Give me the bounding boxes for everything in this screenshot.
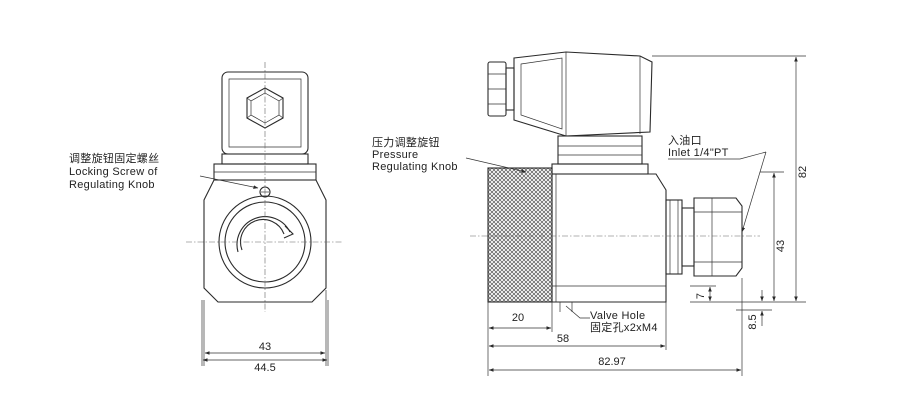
plug-body: [513, 51, 653, 137]
dim-base-offset: 8.5: [747, 314, 759, 329]
dim-front-width-total: 44.5: [254, 362, 275, 374]
callout-locking-screw: 调整旋钮固定螺丝 Locking Screw of Regulating Kno…: [69, 151, 259, 191]
side-neck: [557, 135, 643, 165]
front-view: [186, 62, 342, 312]
dim-total-height: 82: [797, 166, 809, 178]
callout-locking-screw-zh: 调整旋钮固定螺丝: [69, 151, 159, 165]
knurled-knob: [487, 167, 553, 303]
side-dimensions-horizontal: 20 58 82.97: [487, 278, 743, 376]
callout-inlet-en: Inlet 1/4"PT: [668, 147, 729, 159]
callout-inlet-zh: 入油口: [668, 133, 702, 147]
connector-inner: [228, 78, 302, 148]
dim-knob-length: 20: [512, 312, 524, 324]
front-dimensions: 43 44.5: [201, 290, 329, 374]
dim-total-length: 82.97: [598, 356, 626, 368]
front-body: [203, 179, 327, 303]
callout-locking-screw-en1: Locking Screw of: [69, 166, 158, 178]
callout-locking-screw-en2: Regulating Knob: [69, 179, 155, 191]
callout-valve-hole-zh: 固定孔x2xM4: [590, 320, 658, 334]
callout-valve-hole-en: Valve Hole: [590, 310, 645, 322]
inlet-adapter: [665, 199, 683, 275]
inlet-thread: [681, 207, 695, 267]
side-body: [551, 173, 667, 303]
dim-front-width: 43: [259, 341, 271, 353]
callout-pressure-knob: 压力调整旋钮 Pressure Regulating Knob: [372, 135, 527, 173]
side-dimensions-vertical: 82 43 7 8.5: [652, 55, 809, 330]
callout-inlet: 入油口 Inlet 1/4"PT: [668, 133, 767, 233]
dim-inlet-height: 43: [775, 240, 787, 252]
callout-pressure-knob-zh: 压力调整旋钮: [372, 135, 440, 149]
callout-pressure-knob-en2: Regulating Knob: [372, 161, 458, 173]
inlet-hex-nut: [693, 197, 743, 277]
dim-hole-offset: 7: [695, 293, 707, 299]
knob-outer-circle: [218, 195, 312, 289]
callout-valve-hole: Valve Hole 固定孔x2xM4: [565, 305, 658, 334]
side-collar: [551, 163, 649, 175]
callout-pressure-knob-en1: Pressure: [372, 149, 418, 161]
rotation-arc-inner: [239, 218, 285, 251]
rotation-arc-icon: [236, 216, 291, 253]
plug-gland: [505, 67, 515, 111]
dim-body-length: 58: [557, 333, 569, 345]
side-view: [470, 51, 760, 312]
